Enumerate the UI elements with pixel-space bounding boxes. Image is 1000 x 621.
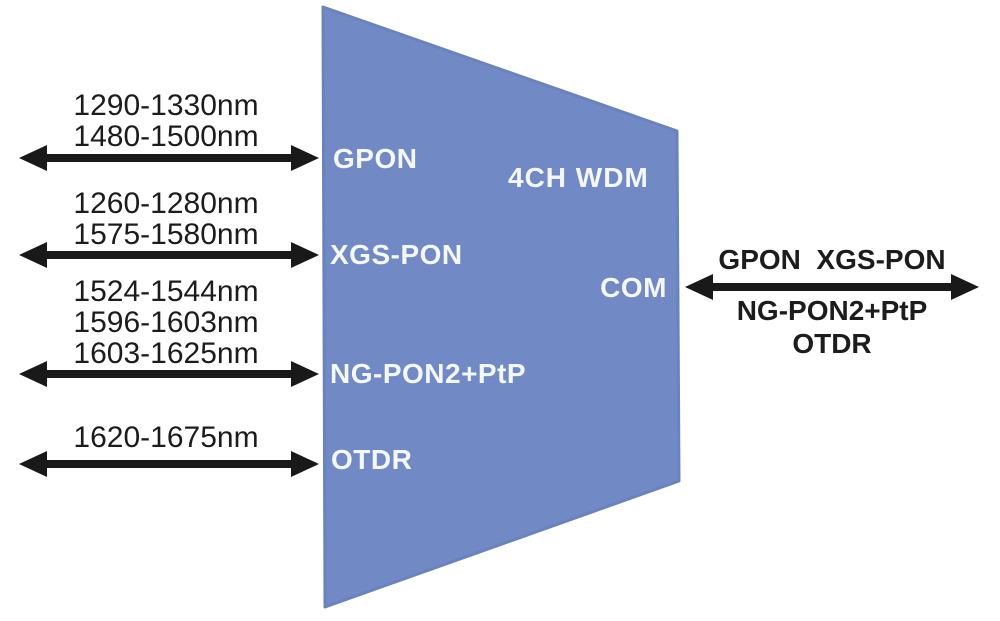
wavelength-label: 1603-1625nm [73,337,259,370]
com-output-service-label: NG-PON2+PtP [736,295,928,326]
device-port-label-gpon: GPON [333,143,418,174]
wavelength-label: 1620-1675nm [73,421,259,454]
xgs-pon-wavelength-list: 1260-1280nm 1575-1580nm [40,188,292,250]
wavelength-label: 1596-1603nm [73,306,259,339]
com-port-arrow [712,283,952,291]
device-trapezoid [321,5,681,609]
wavelength-label: 1524-1544nm [73,275,259,308]
device-port-label-com: COM [600,272,667,303]
xgs-pon-port-arrow [46,251,292,259]
ng-pon2-ptp-wavelength-list: 1524-1544nm 1596-1603nm 1603-1625nm [40,276,292,369]
gpon-port-arrow [46,154,292,162]
device-port-label-otdr: OTDR [331,444,413,475]
otdr-port-arrow [46,460,292,468]
wavelength-label: 1260-1280nm [73,187,259,220]
wavelength-label: 1480-1500nm [73,120,259,153]
device-port-label-xgs-pon: XGS-PON [330,239,463,270]
wavelength-label: 1575-1580nm [73,218,259,251]
device-port-label-ng-pon2-ptp: NG-PON2+PtP [330,358,527,389]
otdr-wavelength-list: 1620-1675nm [40,422,292,453]
ng-pon2-ptp-port-arrow [46,370,292,378]
com-output-services-bottom: NG-PON2+PtP OTDR [682,294,982,360]
com-output-services-top: GPON XGS-PON [718,244,946,275]
wavelength-label: 1290-1330nm [73,89,259,122]
gpon-wavelength-list: 1290-1330nm 1480-1500nm [40,90,292,152]
com-output-service-label: OTDR [792,328,872,359]
device-title: 4CH WDM [508,162,649,193]
